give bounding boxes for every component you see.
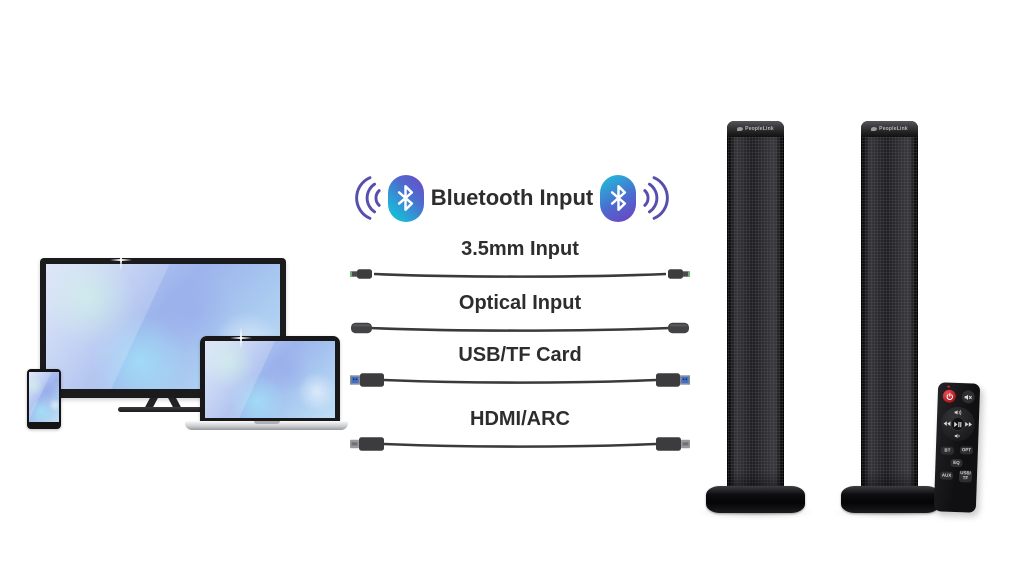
bluetooth-waves-left-icon — [354, 176, 381, 220]
aux-jack-right — [668, 269, 690, 279]
smartphone-screen — [29, 372, 59, 422]
eq-button: EQ — [950, 458, 963, 468]
optical-input-row: Optical Input — [350, 292, 690, 339]
laptop-screen — [205, 341, 335, 418]
aux-cable-illustration — [350, 269, 690, 279]
play-pause-button — [950, 416, 966, 432]
remote-led-indicator — [947, 385, 951, 388]
speaker-base-left — [706, 486, 805, 513]
bluetooth-input-row: Bluetooth Input — [352, 172, 672, 224]
speaker-brand-label: PeopleLink — [879, 126, 908, 132]
tv — [40, 249, 286, 398]
volume-up-button — [954, 409, 962, 416]
hdmi-arc-label: HDMI/ARC — [470, 408, 570, 430]
hdmi-plug-left — [350, 437, 384, 451]
mute-icon — [964, 394, 972, 400]
power-icon — [946, 392, 953, 400]
next-track-button — [965, 421, 973, 427]
optical-input-label: Optical Input — [458, 292, 582, 314]
usb-tf-row: USB/TF Card — [350, 344, 690, 391]
hdmi-cable-illustration — [350, 437, 690, 451]
usb-tf-source-button: USB/TF — [958, 470, 973, 483]
speaker-tower-left: PeopleLink — [727, 121, 784, 497]
bluetooth-rune-icon — [610, 185, 626, 211]
aux-source-button: AUX — [939, 471, 954, 480]
mute-button — [961, 390, 975, 404]
peoplelink-logo-icon — [871, 127, 878, 131]
volume-down-button — [954, 433, 961, 439]
aux-jack-left — [350, 269, 372, 279]
laptop — [200, 327, 340, 422]
aux-input-label: 3.5mm Input — [461, 238, 579, 260]
speaker-tower-right: PeopleLink — [861, 121, 918, 497]
usb-cable-illustration — [350, 373, 690, 387]
usb-plug-left — [350, 373, 384, 387]
smartphone — [27, 369, 61, 429]
hdmi-plug-right — [656, 437, 690, 451]
bluetooth-waves-right-icon — [643, 176, 670, 220]
usb-tf-label: USB/TF Card — [458, 344, 582, 366]
speaker-top-cap: PeopleLink — [727, 121, 784, 137]
tv-stand-base — [118, 407, 210, 412]
aux-input-row: 3.5mm Input — [350, 238, 690, 285]
usb-plug-right — [656, 373, 690, 387]
bluetooth-rune-icon — [398, 185, 414, 211]
laptop-base — [185, 421, 348, 430]
optical-connector-left — [351, 322, 372, 334]
remote-dpad — [940, 406, 976, 442]
bt-source-button: BT — [940, 446, 955, 455]
power-button — [942, 389, 957, 403]
optical-cable-illustration — [351, 322, 689, 334]
speaker-top-cap: PeopleLink — [861, 121, 918, 137]
bluetooth-input-label: Bluetooth Input — [430, 185, 594, 210]
optical-source-button: OPT — [959, 446, 974, 455]
speaker-base-right — [841, 486, 940, 513]
play-pause-icon — [954, 421, 962, 427]
bluetooth-icon — [600, 174, 637, 222]
hdmi-arc-row: HDMI/ARC — [350, 408, 690, 455]
speaker-brand-label: PeopleLink — [745, 126, 774, 132]
peoplelink-logo-icon — [737, 127, 744, 131]
previous-track-button — [943, 420, 951, 427]
bluetooth-icon — [387, 174, 424, 222]
remote-control: BT OPT EQ AUX USB/TF — [933, 382, 981, 513]
optical-connector-right — [668, 322, 689, 334]
